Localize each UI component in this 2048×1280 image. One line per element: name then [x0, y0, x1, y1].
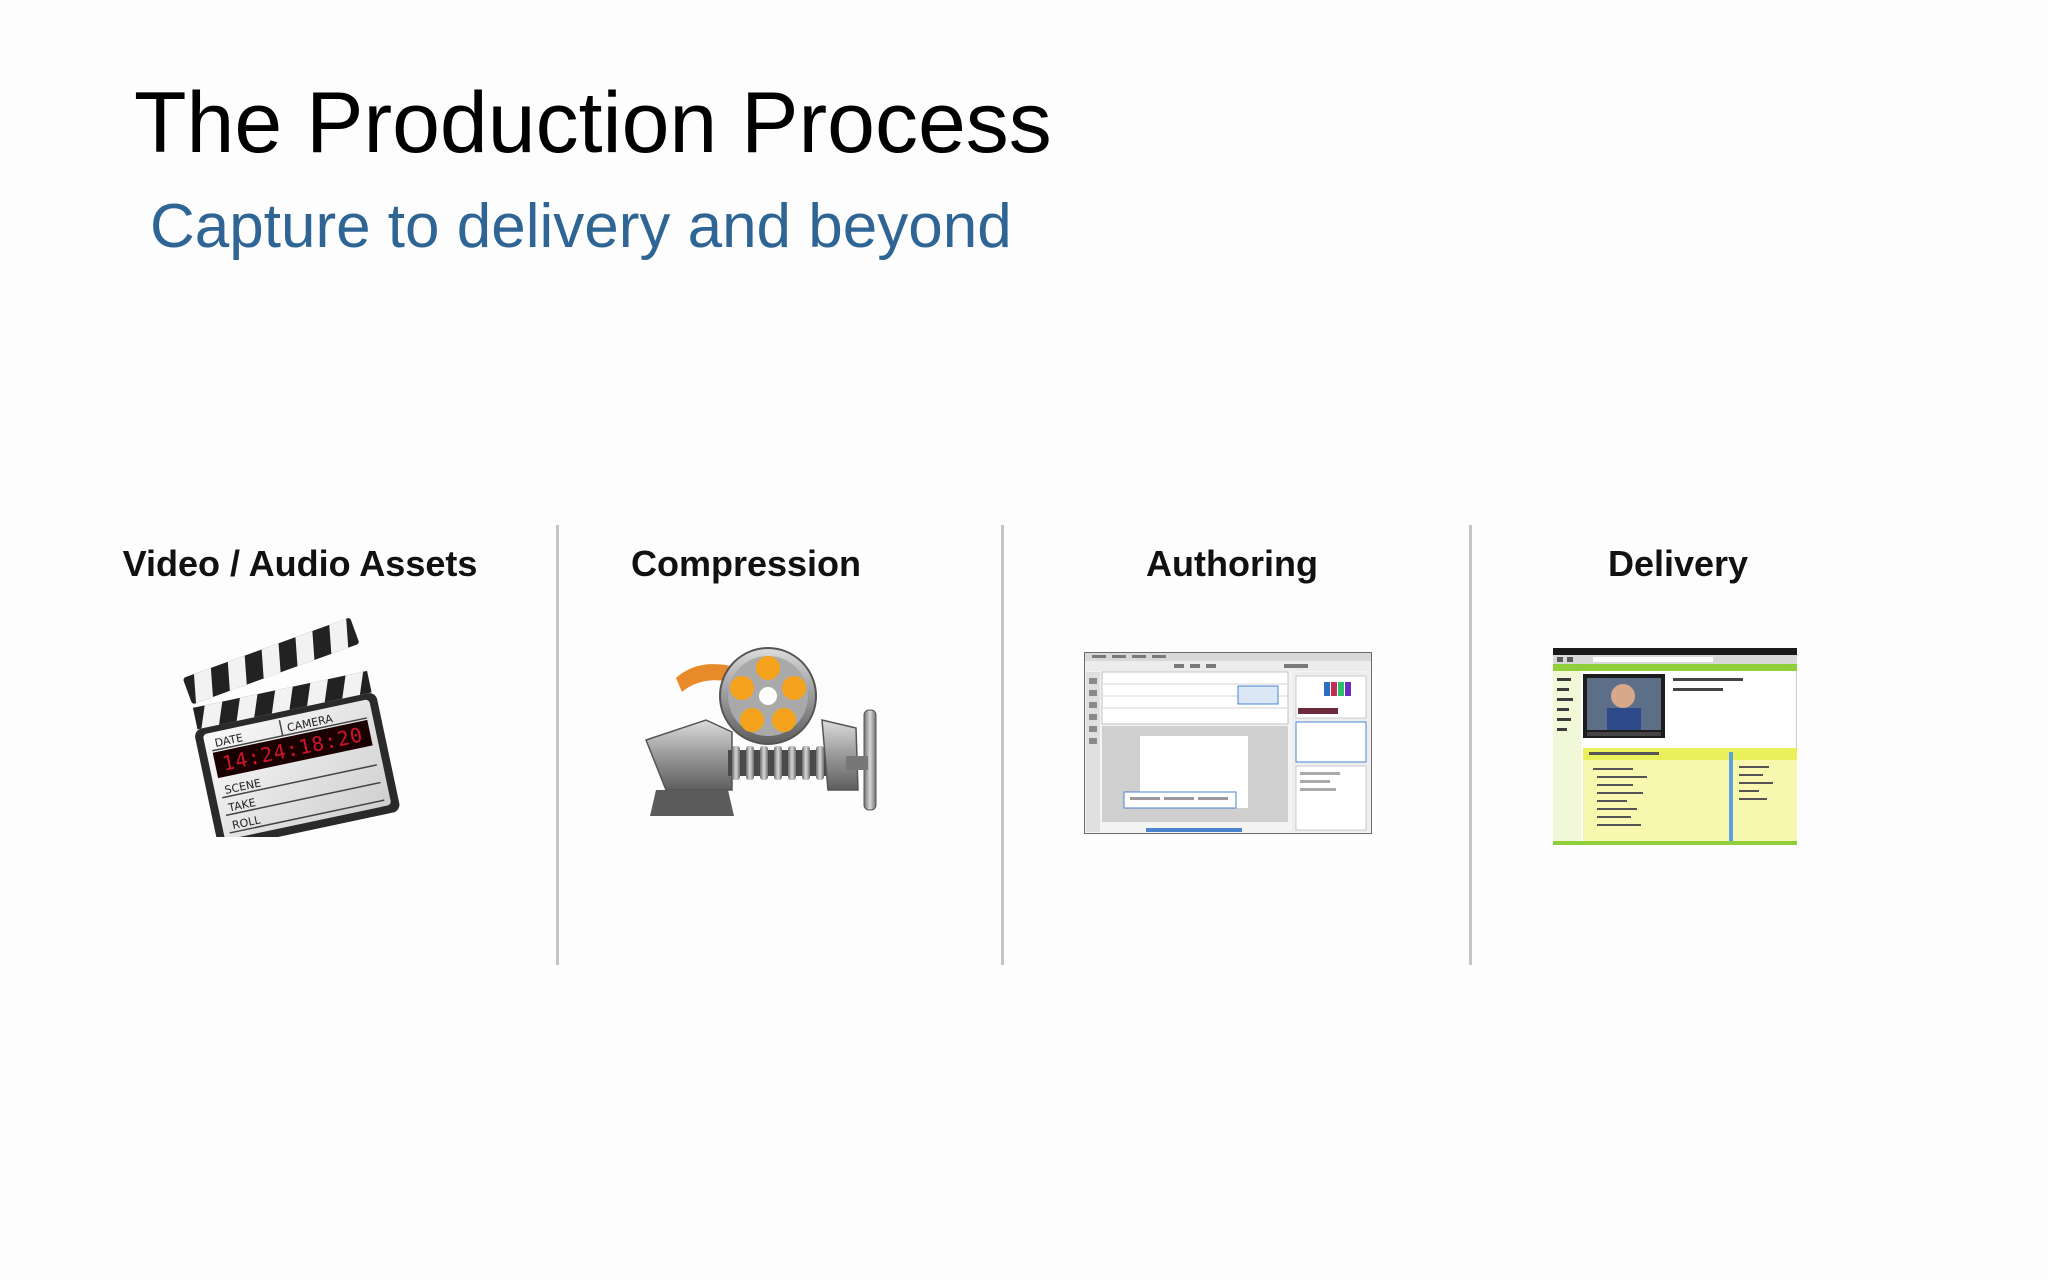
stage-divider-3: [1469, 525, 1472, 965]
stage-divider-1: [556, 525, 559, 965]
clapper-field-date: DATE: [213, 731, 244, 750]
clapper-field-take: TAKE: [226, 796, 257, 815]
stage-divider-2: [1001, 525, 1004, 965]
compression-vise-icon: [645, 647, 877, 816]
authoring-app-screenshot: [1084, 652, 1372, 834]
stage-label-compression: Compression: [630, 543, 862, 584]
clapperboard-icon: 14:24:18:20 DATE CAMERA SCENE TAKE ROLL: [183, 618, 400, 837]
stage-label-authoring: Authoring: [1146, 543, 1318, 584]
slide-subtitle: Capture to delivery and beyond: [150, 192, 1012, 261]
delivery-webpage-screenshot: [1553, 648, 1797, 845]
stage-label-delivery: Delivery: [1607, 543, 1749, 584]
clapper-field-roll: ROLL: [231, 813, 262, 832]
slide-title: The Production Process: [134, 75, 1052, 171]
stage-label-assets: Video / Audio Assets: [122, 543, 478, 584]
